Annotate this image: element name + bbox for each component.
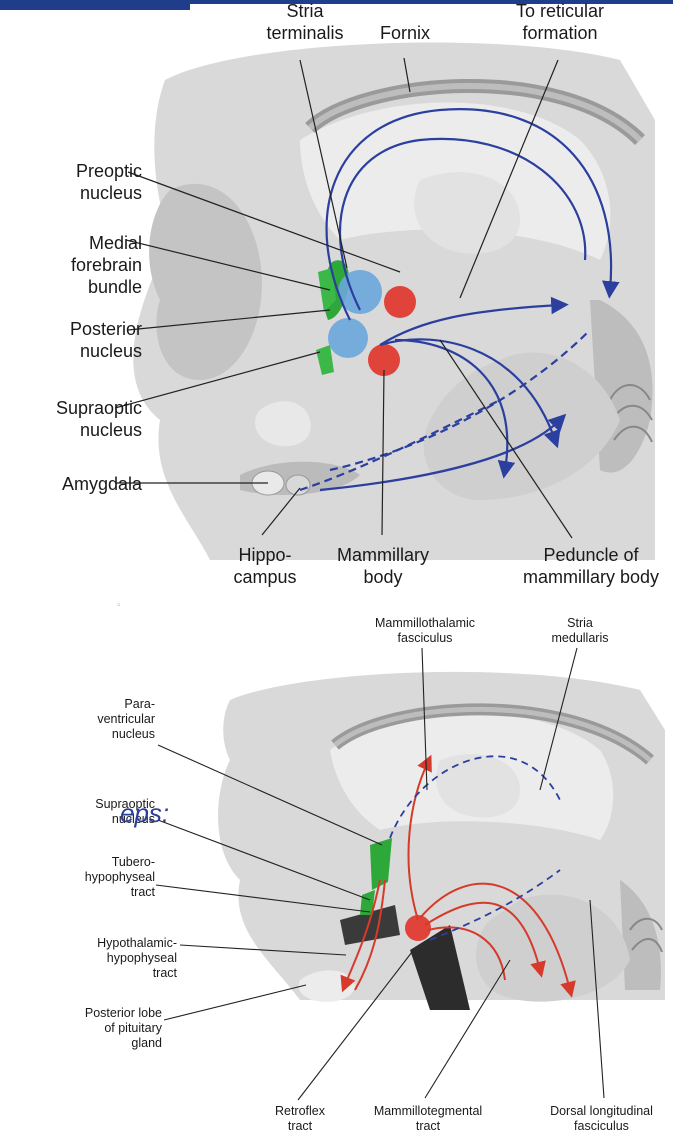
label-mammillary-body: Mammillary body	[318, 544, 448, 588]
label-stria-terminalis: Stria terminalis	[245, 0, 365, 44]
label-peduncle-of-mammillary-body: Peduncle of mammillary body	[510, 544, 672, 588]
label-mammillotegmental-tract: Mammillotegmental tract	[358, 1104, 498, 1134]
label-supraoptic-nucleus: Supraoptic nucleus	[10, 397, 142, 441]
label-stria-medullaris: Stria medullaris	[535, 616, 625, 646]
slide-text-fragment: eps:	[120, 798, 169, 829]
posterior-nucleus-circle	[328, 318, 368, 358]
label-retroflex-tract: Retroflex tract	[255, 1104, 345, 1134]
label-preoptic-nucleus: Preoptic nucleus	[10, 160, 142, 204]
label-hypothalamic-hypophyseal-tract: Hypothalamic- hypophyseal tract	[40, 936, 177, 981]
label-tuberohypophyseal-tract: Tubero- hypophyseal tract	[60, 855, 155, 900]
label-hippocampus: Hippo- campus	[210, 544, 320, 588]
label-posterior-nucleus: Posterior nucleus	[10, 318, 142, 362]
label-posterior-lobe-pituitary: Posterior lobe of pituitary gland	[40, 1006, 162, 1051]
label-mammillothalamic-fasciculus: Mammillothalamic fasciculus	[350, 616, 500, 646]
label-paraventricular-nucleus: Para- ventricular nucleus	[60, 697, 155, 742]
page-mark: ▫	[117, 600, 121, 611]
label-fornix: Fornix	[365, 22, 445, 44]
label-dorsal-longitudinal-fasciculus: Dorsal longitudinal fasciculus	[530, 1104, 673, 1134]
label-to-reticular-formation: To reticular formation	[490, 0, 630, 44]
label-medial-forebrain-bundle: Medial forebrain bundle	[10, 232, 142, 298]
bottom-brain-section	[156, 648, 665, 1100]
top-brain-section	[115, 43, 655, 560]
label-amygdala: Amygdala	[10, 473, 142, 495]
preoptic-red-circle	[384, 286, 416, 318]
